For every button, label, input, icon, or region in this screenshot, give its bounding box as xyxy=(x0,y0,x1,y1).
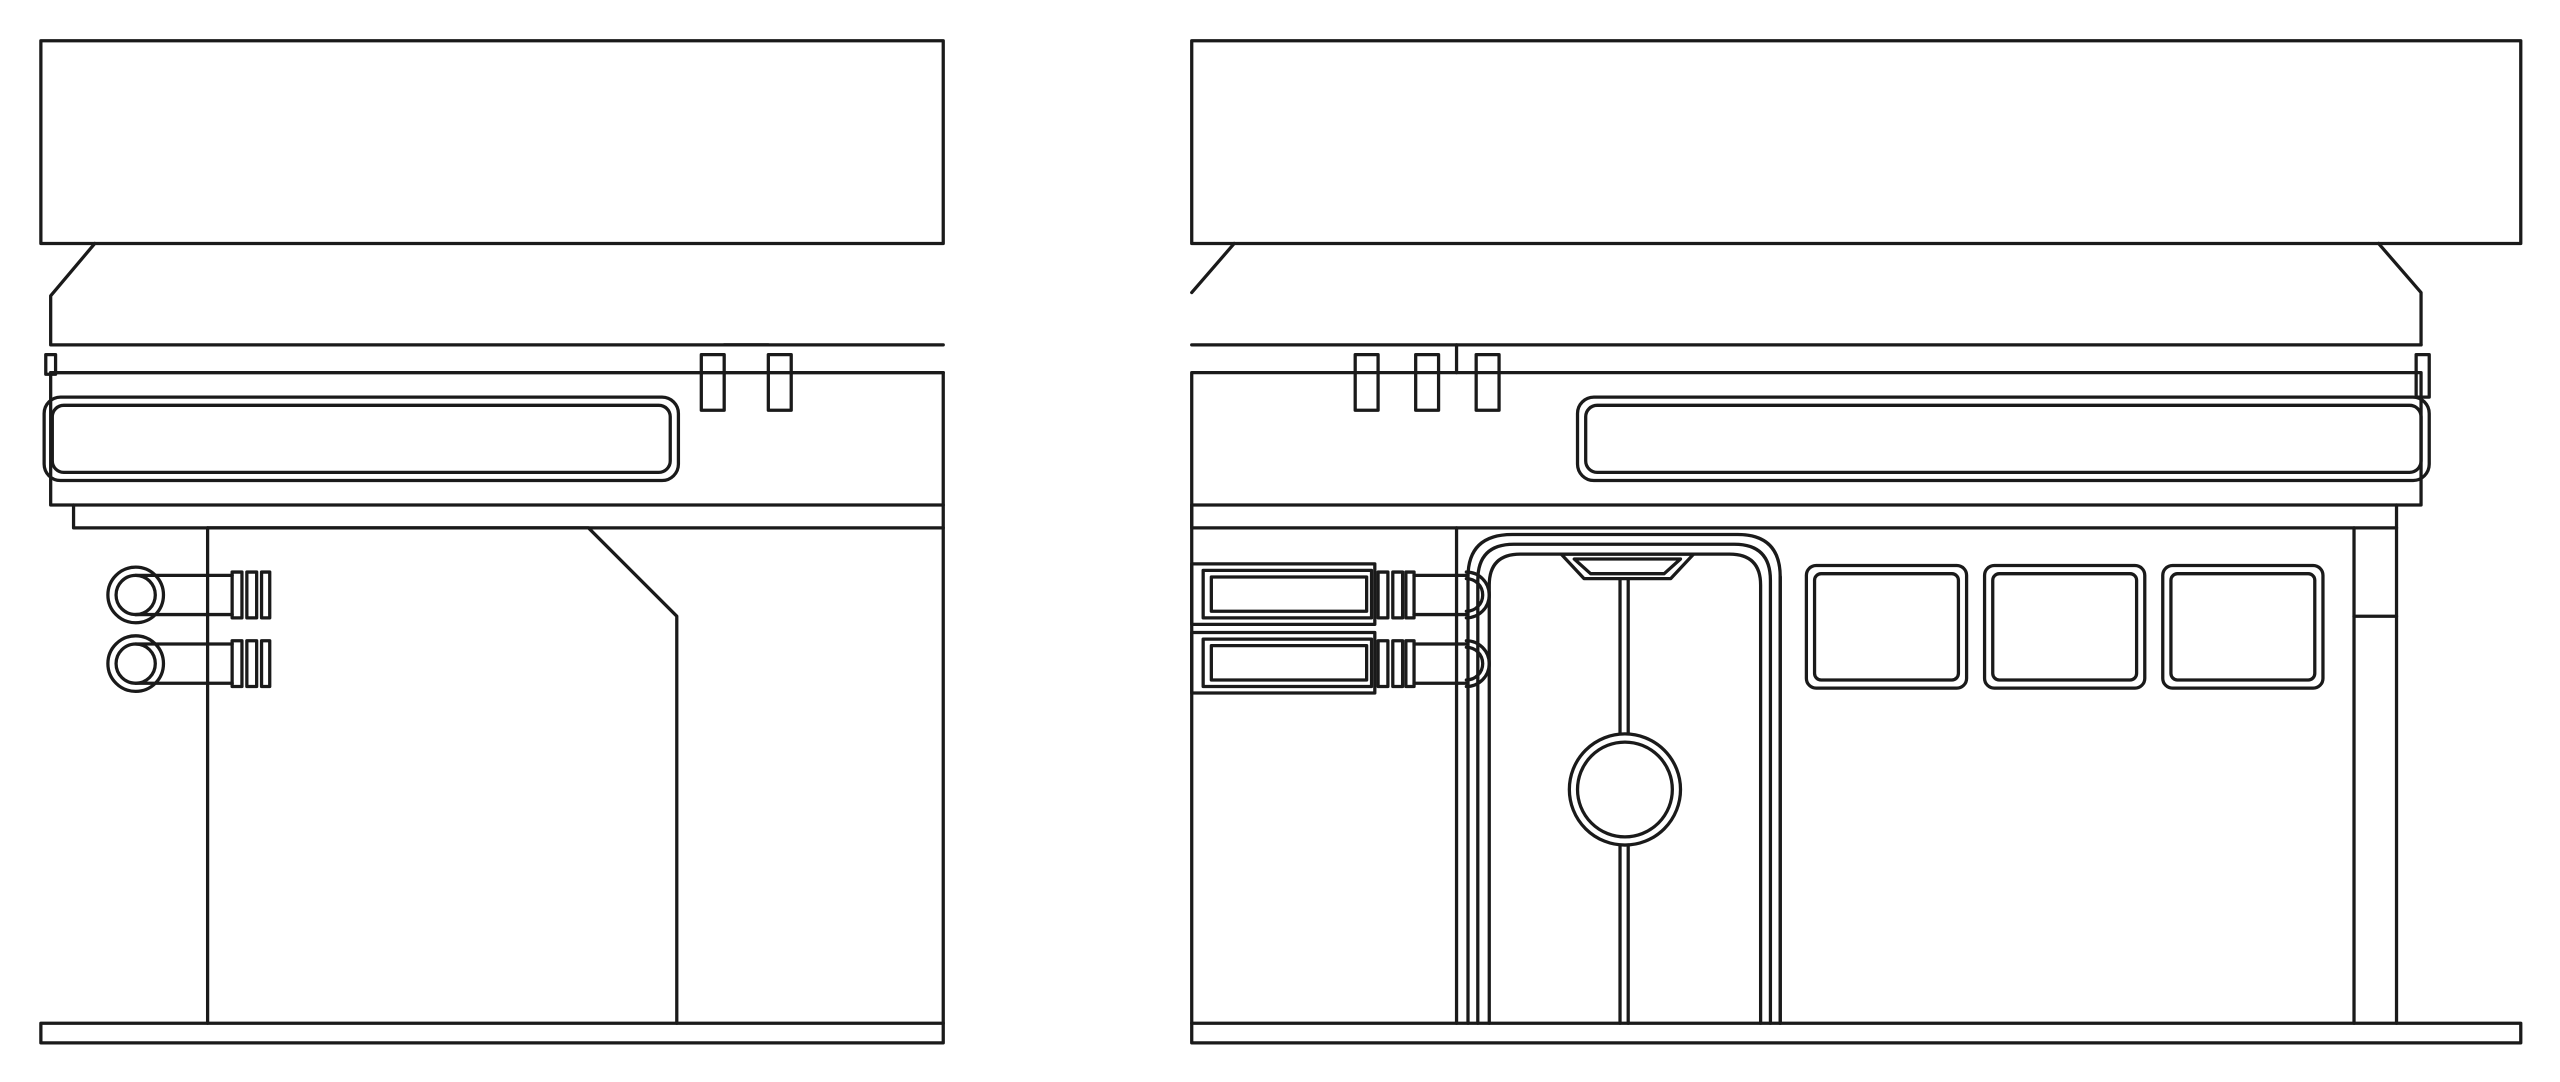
side-hanger-1 xyxy=(699,353,726,412)
front-window-2 xyxy=(1982,563,2147,690)
pipe-box-inner xyxy=(1209,575,1369,613)
window-glass xyxy=(2169,572,2317,682)
door-header-outer xyxy=(1559,552,1696,581)
side-base xyxy=(39,1021,945,1045)
window-frame xyxy=(1804,563,1969,690)
window-frame xyxy=(2161,563,2325,690)
pipe-box-outer xyxy=(1190,630,1377,695)
door-arch-outer xyxy=(1466,532,1782,1025)
pipe-collar-3 xyxy=(259,570,272,620)
pipe-collar-3 xyxy=(1404,639,1416,689)
side-hanger-2 xyxy=(766,353,793,412)
pipe-elbow-inner xyxy=(1464,645,1485,682)
door-porthole-outer xyxy=(1567,732,1683,847)
front-light-panel-outer xyxy=(1575,395,2431,483)
pipe-collar-2 xyxy=(245,639,259,689)
front-pipe-1 xyxy=(1190,562,1491,627)
front-fascia-left xyxy=(1190,241,1236,295)
door-header-inner xyxy=(1572,557,1683,576)
pipe-elbow-outer xyxy=(106,565,166,625)
front-base xyxy=(1190,1021,2523,1045)
pipe-collar-2 xyxy=(245,570,259,620)
side-elevation xyxy=(39,39,945,1045)
door-porthole-inner xyxy=(1575,740,1674,839)
side-inner-panel xyxy=(205,526,679,1025)
side-light-panel-inner xyxy=(50,403,672,474)
pipe-collar-1 xyxy=(230,570,244,620)
pipe-collar-2 xyxy=(1391,639,1405,689)
front-hanger-2 xyxy=(1414,353,1441,412)
pipe-elbow-outer xyxy=(1464,639,1491,689)
side-roof-box xyxy=(39,39,945,246)
front-pipe-2 xyxy=(1190,630,1491,695)
front-fascia-right xyxy=(2376,241,2423,347)
pipe-elbow-outer xyxy=(106,634,166,694)
pipe-collar-1 xyxy=(230,639,244,689)
pipe-elbow-outer xyxy=(1464,570,1491,620)
front-window-1 xyxy=(1804,563,1969,690)
window-glass xyxy=(1812,572,1961,682)
pipe-collar-1 xyxy=(1376,639,1390,689)
pipe-box-mid xyxy=(1201,568,1374,620)
pipe-collar-2 xyxy=(1391,570,1405,620)
side-light-panel-outer xyxy=(42,395,681,483)
front-elevation xyxy=(1190,39,2523,1045)
window-glass xyxy=(1991,572,2139,682)
front-hanger-3 xyxy=(1474,353,1501,412)
door-arch-mid xyxy=(1476,542,1773,1025)
front-window-3 xyxy=(2161,563,2325,690)
side-pipe-1 xyxy=(106,565,272,625)
pipe-collar-3 xyxy=(1404,570,1416,620)
side-pipe-2 xyxy=(106,634,272,694)
side-ledge xyxy=(71,503,945,530)
window-frame xyxy=(1982,563,2147,690)
pipe-box-outer xyxy=(1190,562,1377,627)
front-hanger-1 xyxy=(1353,353,1380,412)
front-roof-box xyxy=(1190,39,2523,246)
pipe-collar-3 xyxy=(259,639,272,689)
pipe-elbow-inner xyxy=(1464,576,1485,613)
front-light-panel-inner xyxy=(1584,403,2423,474)
side-fascia xyxy=(49,241,945,347)
pipe-collar-1 xyxy=(1376,570,1390,620)
pipe-box-mid xyxy=(1201,637,1374,689)
pipe-box-inner xyxy=(1209,643,1369,682)
